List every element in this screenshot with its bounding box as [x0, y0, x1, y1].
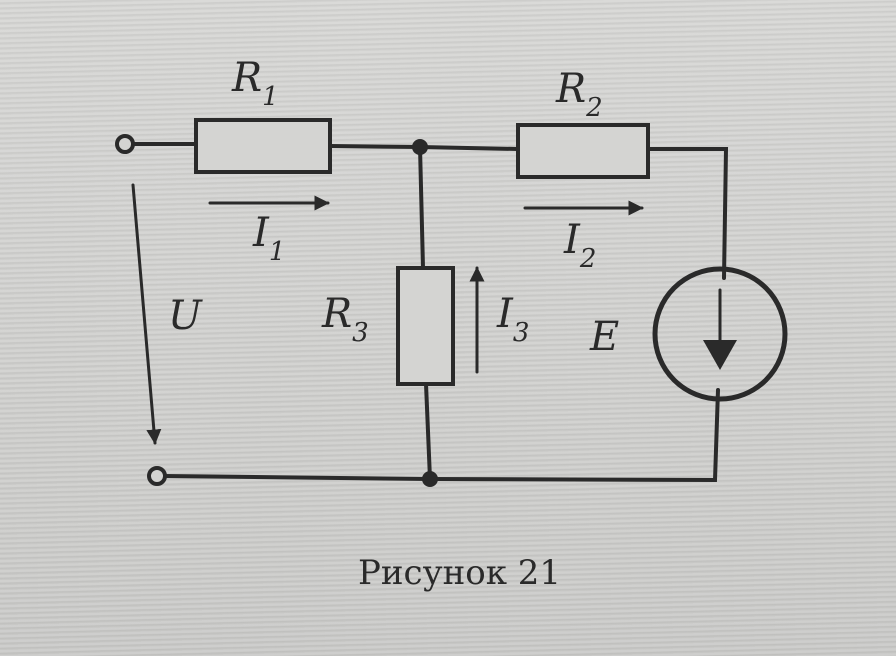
- label-e: E: [589, 314, 619, 360]
- resistor-r3: [396, 266, 455, 386]
- label-i3: I3: [496, 291, 529, 348]
- wire-node-r2: [418, 145, 520, 151]
- label-r2: R2: [555, 66, 603, 123]
- label-i1: I1: [252, 210, 285, 267]
- wire-input-bottom: [162, 474, 432, 481]
- wire-r3-bottom: [424, 382, 432, 481]
- junction-bottom: [422, 471, 438, 487]
- wire-source-bottom: [428, 388, 720, 483]
- wires: [131, 142, 729, 483]
- terminal-top: [115, 134, 135, 154]
- source-e-symbol: [652, 266, 788, 402]
- label-r1: R1: [231, 55, 279, 112]
- wire-r2-source: [646, 147, 729, 280]
- terminal-bottom: [147, 466, 167, 486]
- figure-caption: Рисунок 21: [358, 553, 561, 593]
- source-arrow-head: [703, 340, 737, 370]
- label-u: U: [168, 293, 203, 339]
- resistor-r1: [194, 118, 332, 174]
- resistor-r2: [516, 123, 650, 179]
- junction-top: [412, 139, 428, 155]
- label-i2: I2: [563, 217, 596, 274]
- wire-node-r3: [418, 145, 425, 270]
- voltage-arrow-u: [131, 183, 162, 445]
- wire-r1-node: [328, 144, 422, 149]
- label-r3: R3: [321, 291, 369, 348]
